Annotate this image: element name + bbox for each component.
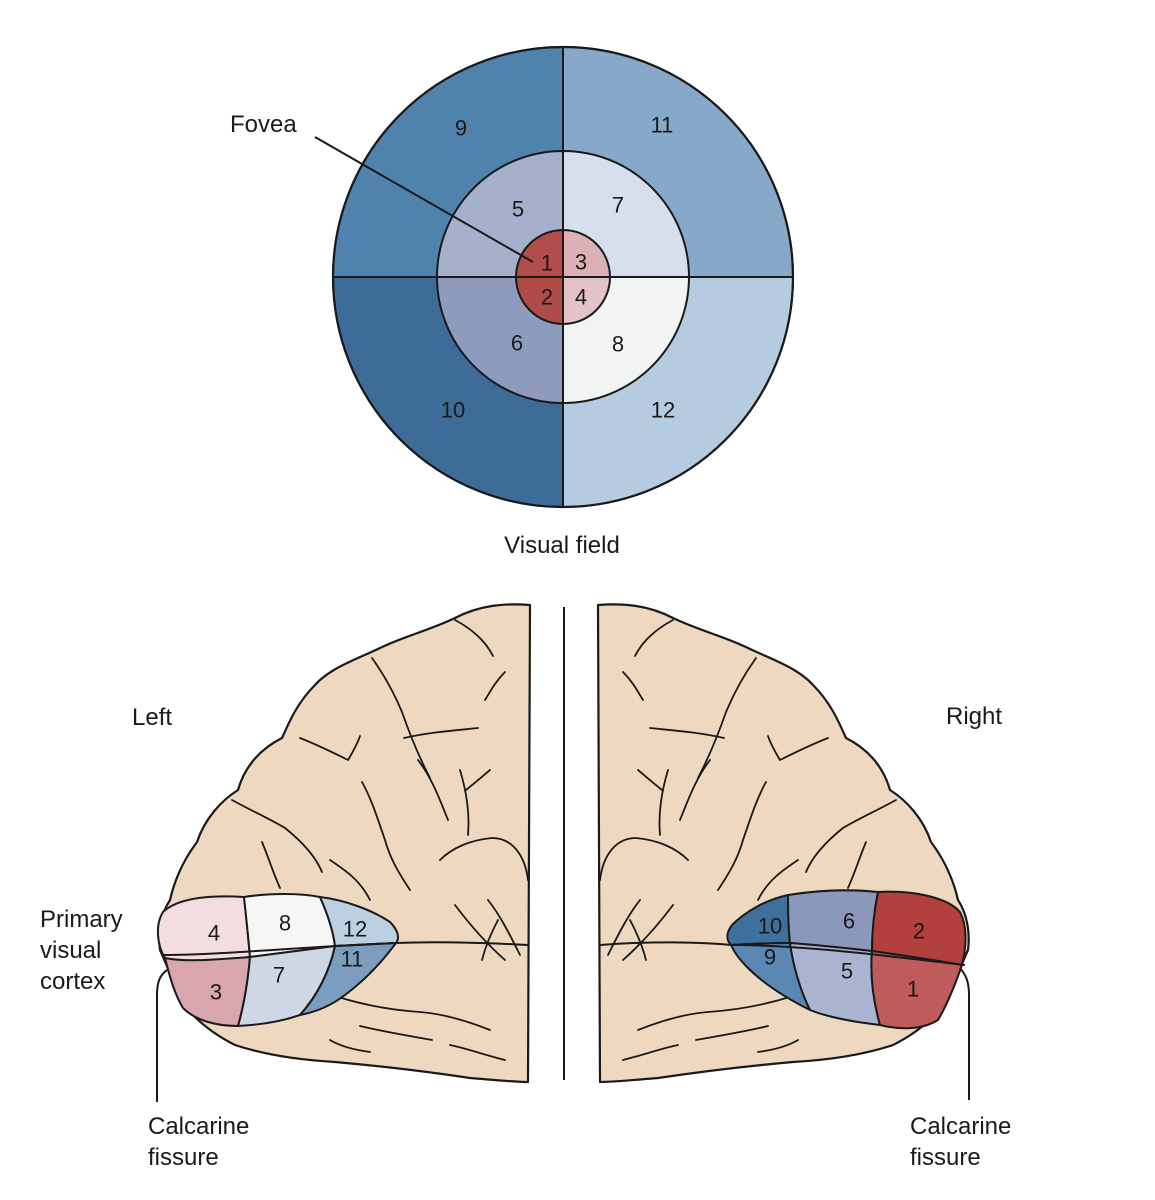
sector-1 (515, 229, 564, 278)
right-region-label-9: 9 (764, 945, 776, 970)
left-calcarine-label-line2: fissure (148, 1144, 219, 1171)
left-region-label-8: 8 (279, 911, 291, 936)
right-region-6 (787, 889, 879, 952)
right-region-label-6: 6 (843, 909, 855, 934)
right-calcarine-label-line1: Calcarine (910, 1113, 1011, 1140)
sector-label-3: 3 (575, 250, 587, 275)
primary-visual-cortex-label-line3: cortex (40, 968, 105, 995)
sector-4 (562, 276, 611, 325)
sector-label-10: 10 (441, 398, 465, 423)
left-region-label-7: 7 (273, 963, 285, 988)
right-region-label-10: 10 (758, 914, 782, 939)
fovea-leader-line (314, 136, 534, 263)
sector-3 (562, 229, 611, 278)
sector-label-1: 1 (541, 251, 553, 276)
sector-label-2: 2 (541, 285, 553, 310)
left-region-label-12: 12 (343, 917, 367, 942)
left-calcarine-label-line1: Calcarine (148, 1113, 249, 1140)
sector-label-8: 8 (612, 332, 624, 357)
sector-label-12: 12 (651, 398, 675, 423)
sector-label-5: 5 (512, 197, 524, 222)
left-region-label-11: 11 (341, 947, 364, 972)
visual-field-diagram: 9 11 5 7 1 3 2 4 6 8 10 12 Fovea Visual … (230, 45, 795, 559)
left-region-label-4: 4 (208, 921, 220, 946)
right-region-1 (870, 950, 963, 1030)
left-calcarine-leader (156, 969, 168, 1102)
right-region-label-2: 2 (913, 919, 925, 944)
sector-2 (515, 276, 564, 325)
left-region-label-3: 3 (210, 980, 222, 1005)
sector-label-7: 7 (612, 193, 624, 218)
sector-label-6: 6 (511, 331, 523, 356)
fovea-label: Fovea (230, 111, 297, 138)
visual-field-title: Visual field (504, 532, 620, 559)
left-hemisphere: 4 3 8 7 12 11 Left Primary visual cortex… (40, 603, 532, 1171)
right-hemisphere: 10 9 6 5 2 1 Right Calcarine fissure (596, 603, 1011, 1171)
right-region-label-5: 5 (841, 959, 853, 984)
primary-visual-cortex-label-line2: visual (40, 937, 101, 964)
left-label: Left (132, 704, 172, 731)
right-label: Right (946, 703, 1002, 730)
sector-label-11: 11 (651, 113, 674, 138)
primary-visual-cortex-label-line1: Primary (40, 906, 123, 933)
right-calcarine-label-line2: fissure (910, 1144, 981, 1171)
right-region-label-1: 1 (907, 977, 919, 1002)
sector-label-9: 9 (455, 116, 467, 141)
right-calcarine-leader (959, 967, 970, 1100)
sector-label-4: 4 (575, 285, 587, 310)
left-region-3 (164, 956, 251, 1027)
